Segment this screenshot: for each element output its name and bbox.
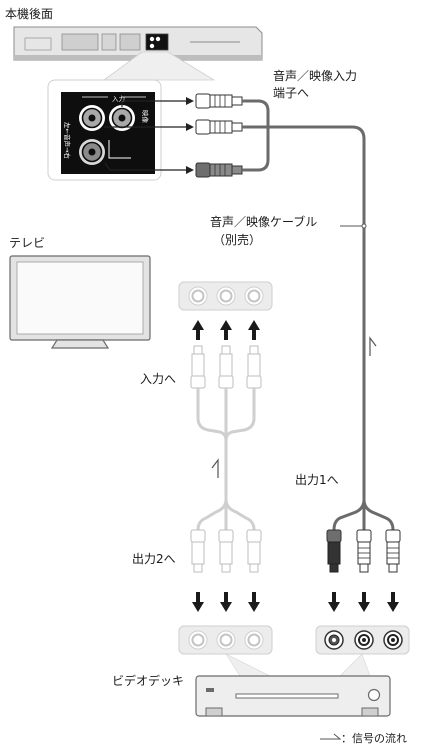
- tv-input-arrows: [192, 320, 260, 340]
- output2-plug-3: [246, 529, 262, 573]
- rca-plug-video-top: [195, 93, 243, 109]
- output1-plug-audio-right: [326, 529, 342, 573]
- output2-plug-1: [190, 529, 206, 573]
- tv-input-jack-2: [216, 286, 236, 306]
- tv-illustration: [9, 255, 151, 349]
- vcr-output1-jacks: [315, 625, 410, 655]
- video-jack: [109, 105, 135, 131]
- vcr-label: ビデオデッキ: [112, 673, 184, 688]
- signal-flow-arrow-left: [211, 458, 219, 478]
- jack-video-label: 映像: [141, 110, 150, 124]
- player-rear-panel: [13, 26, 263, 61]
- tv-plug-2: [218, 345, 234, 389]
- av-input-label-line2: 端子へ: [273, 86, 309, 100]
- to-input-label: 入力へ: [140, 372, 176, 386]
- output1-plug-audio-left: [356, 529, 372, 573]
- tv-input-jack-3: [244, 286, 264, 306]
- jack-lead-lines: [104, 97, 194, 174]
- tv-label: テレビ: [9, 236, 45, 250]
- signal-flow-legend: ：信号の流れ: [320, 731, 407, 745]
- av-cable-output2: [196, 388, 256, 531]
- tv-input-plugs: [190, 345, 262, 389]
- unit-rear-label: 本機後面: [5, 6, 53, 21]
- av-cable-output1: [242, 99, 395, 531]
- av-cable-label-line2: （別売）: [213, 232, 261, 247]
- jack-audio-lr-label: 左←音声→右: [63, 122, 72, 159]
- tv-input-jacks: [178, 281, 273, 311]
- output1-plug-video: [385, 529, 401, 573]
- output1-plugs: [326, 529, 401, 573]
- output2-plugs: [190, 529, 262, 573]
- av-input-label-line1: 音声／映像入力: [273, 68, 357, 83]
- tv-input-jack-1: [188, 286, 208, 306]
- rca-plug-audio-left-top: [195, 119, 243, 135]
- audio-right-jack: [79, 139, 105, 165]
- output2-plug-2: [218, 529, 234, 573]
- av-cable-label-line1: 音声／映像ケーブル: [210, 214, 317, 229]
- audio-left-jack: [79, 105, 105, 131]
- tv-plug-3: [246, 345, 262, 389]
- vcr-callout: [225, 653, 371, 677]
- vcr-illustration: [195, 675, 391, 717]
- vcr-output2-jacks: [178, 625, 273, 655]
- vcr-output-arrows: [192, 592, 399, 612]
- rca-plug-audio-right-top: [195, 162, 243, 178]
- signal-flow-arrow-right: [369, 336, 377, 356]
- tv-plug-1: [190, 345, 206, 389]
- cable-label-point: [361, 223, 367, 229]
- to-output2-label: 出力2へ: [132, 552, 176, 566]
- to-output1-label: 出力1へ: [295, 473, 339, 487]
- av-input-jack-panel: 入力 左←音声→右 映像: [61, 92, 155, 174]
- signal-flow-legend-label: ：信号の流れ: [341, 731, 407, 745]
- jack-input-title: 入力: [112, 94, 125, 103]
